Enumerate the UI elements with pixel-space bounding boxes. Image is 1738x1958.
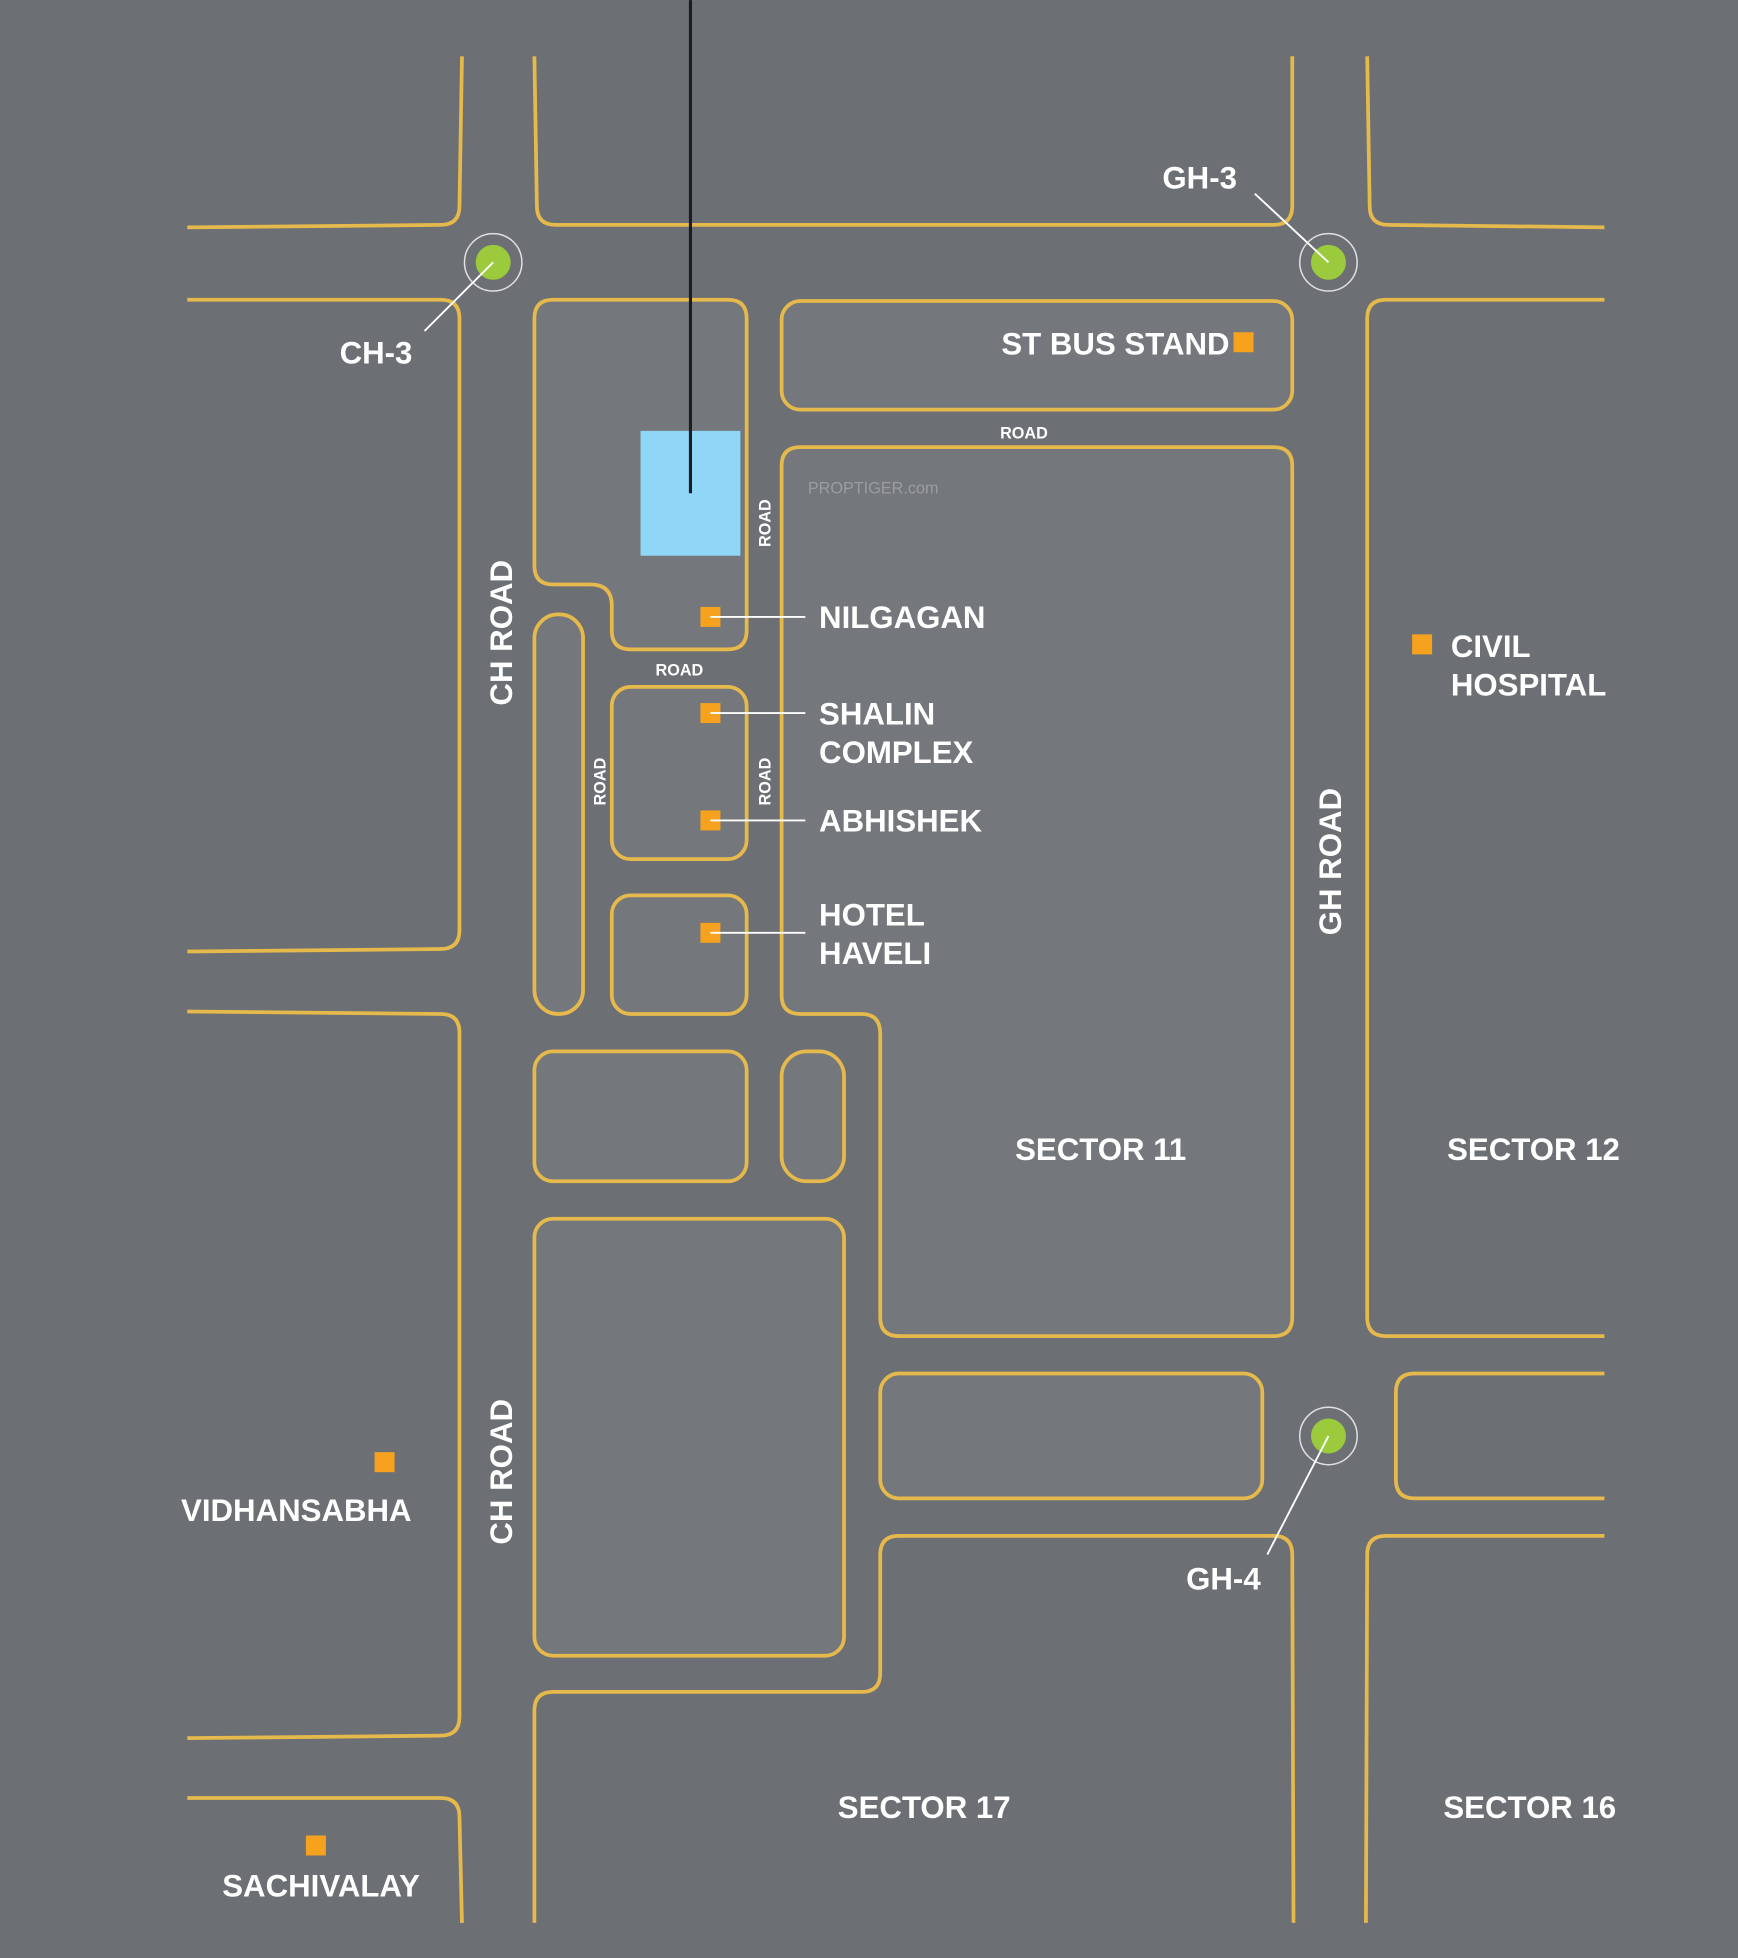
landmark-label: HOSPITAL [1451,668,1606,703]
landmark-marker-icon [305,1835,326,1856]
landmark-marker-icon [374,1452,395,1473]
ch-road-label-top: CH ROAD [484,560,519,706]
sector-11-label: SECTOR 11 [1015,1132,1186,1167]
junction-ch3[interactable]: CH-3 [340,232,523,371]
landmark-nilgagan[interactable]: NILGAGAN [700,600,985,635]
landmark-label: SACHIVALAY [222,1869,420,1904]
watermark: PROPTIGER.com [808,479,939,497]
gh-road-label: GH ROAD [1313,788,1348,935]
ch-road-label-bottom: CH ROAD [484,1399,519,1545]
landmark-label: HOTEL [819,897,925,932]
landmark-label: ST BUS STAND [1001,327,1229,362]
road-label: ROAD [1000,424,1048,442]
sector-17-label: SECTOR 17 [838,1790,1011,1825]
landmark-label: COMPLEX [819,735,973,770]
landmark-marker-icon [1233,332,1254,353]
landmark-label: ABHISHEK [819,804,982,839]
landmark-sachivalay[interactable]: SACHIVALAY [222,1835,420,1904]
road-label: ROAD [756,757,774,805]
landmark-hotel-haveli[interactable]: HOTEL HAVELI [700,897,931,971]
landmark-shalin-complex[interactable]: SHALIN COMPLEX [700,696,974,770]
road-label: ROAD [756,499,774,547]
sector-12-label: SECTOR 12 [1447,1132,1620,1167]
junction-gh4[interactable]: GH-4 [1186,1406,1358,1597]
road-label: ROAD [655,662,703,680]
landmark-marker-icon [1412,634,1433,655]
road-label: ROAD [592,757,610,805]
junction-label: GH-3 [1162,161,1237,196]
landmark-abhishek[interactable]: ABHISHEK [700,804,982,839]
landmark-label: CIVIL [1451,629,1531,664]
landmark-st-bus-stand[interactable]: ST BUS STAND [1001,327,1254,362]
sector-16-label: SECTOR 16 [1443,1790,1616,1825]
junction-gh3[interactable]: GH-3 [1162,161,1358,292]
landmark-civil-hospital[interactable]: CIVIL HOSPITAL [1412,629,1606,703]
landmark-label: NILGAGAN [819,600,985,635]
city-blocks [187,56,1605,1923]
junction-label: CH-3 [340,335,413,370]
landmark-vidhansabha[interactable]: VIDHANSABHA [181,1452,412,1528]
landmark-label: HAVELI [819,936,931,971]
landmark-label: VIDHANSABHA [181,1493,412,1528]
junction-label: GH-4 [1186,1562,1261,1597]
landmark-label: SHALIN [819,696,935,731]
